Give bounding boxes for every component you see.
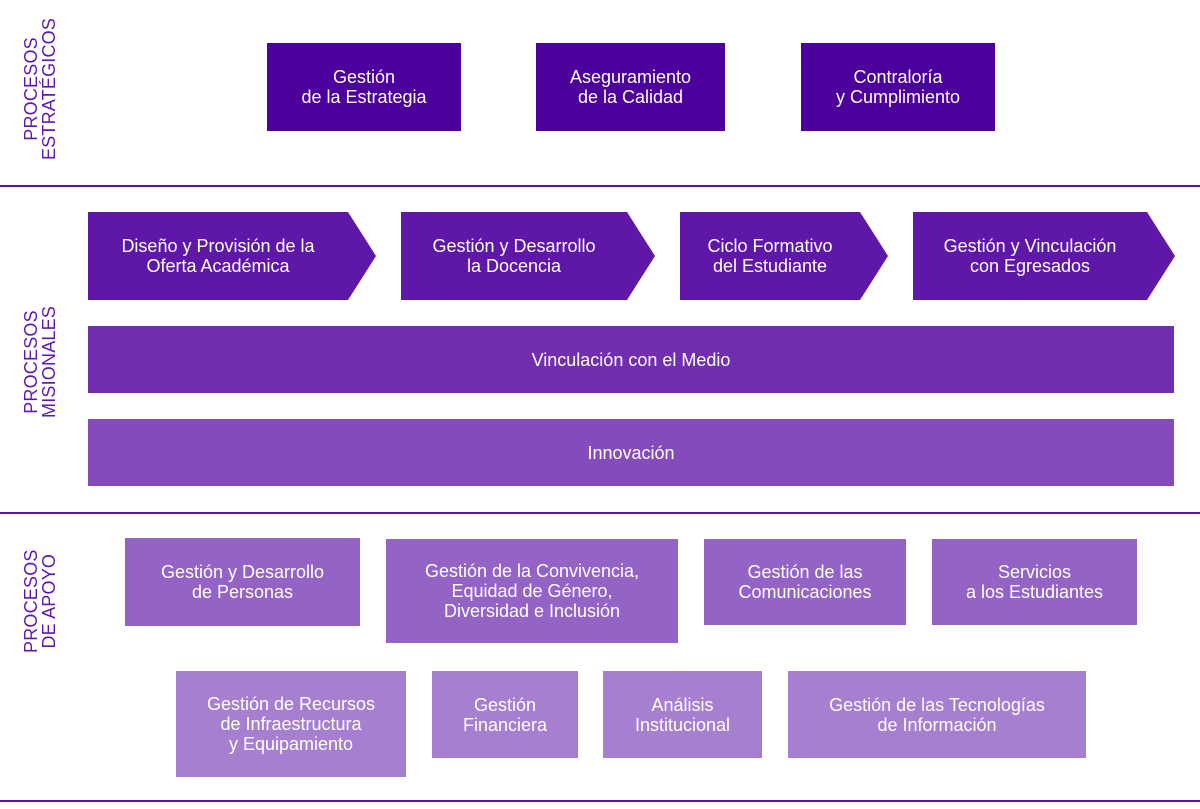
process-ciclo-formativo[interactable]: Ciclo Formativo del Estudiante	[680, 212, 888, 300]
process-label: Gestión y Desarrollo la Docencia	[432, 236, 596, 276]
process-infraestructura-equipamiento[interactable]: Gestión de Recursos de Infraestructura y…	[176, 671, 406, 777]
divider-estrategicos-misionales	[0, 185, 1200, 187]
process-convivencia-equidad[interactable]: Gestión de la Convivencia, Equidad de Gé…	[386, 539, 678, 643]
section-label-estrategicos-text: PROCESOS ESTRATÉGICOS	[21, 17, 59, 160]
divider-bottom	[0, 800, 1200, 802]
process-diseno-oferta-academica[interactable]: Diseño y Provisión de la Oferta Académic…	[88, 212, 376, 300]
section-label-misionales-text: PROCESOS MISIONALES	[21, 305, 59, 418]
process-label: Gestión de las Comunicaciones	[738, 562, 872, 602]
process-label: Servicios a los Estudiantes	[965, 562, 1104, 602]
process-analisis-institucional[interactable]: Análisis Institucional	[603, 671, 762, 758]
process-servicios-estudiantes[interactable]: Servicios a los Estudiantes	[932, 539, 1137, 625]
process-label: Gestión de la Convivencia, Equidad de Gé…	[424, 561, 640, 621]
process-label: Análisis Institucional	[634, 694, 731, 735]
process-aseguramiento-calidad[interactable]: Aseguramiento de la Calidad	[536, 43, 725, 131]
process-contraloria-cumplimiento[interactable]: Contraloría y Cumplimiento	[801, 43, 995, 131]
process-gestion-financiera[interactable]: Gestión Financiera	[432, 671, 578, 758]
process-label: Gestión de la Estrategia	[301, 67, 427, 107]
section-label-apoyo-text: PROCESOS DE APOYO	[21, 549, 59, 653]
process-desarrollo-docencia[interactable]: Gestión y Desarrollo la Docencia	[401, 212, 655, 300]
process-label: Gestión y Vinculación con Egresados	[943, 236, 1117, 276]
process-label: Gestión de las Tecnologías de Informació…	[829, 694, 1045, 735]
process-label: Gestión y Desarrollo de Personas	[160, 562, 325, 602]
process-gestion-estrategia[interactable]: Gestión de la Estrategia	[267, 43, 461, 131]
band-innovacion[interactable]: Innovación	[88, 419, 1174, 486]
process-comunicaciones[interactable]: Gestión de las Comunicaciones	[704, 539, 906, 625]
process-label: Diseño y Provisión de la Oferta Académic…	[121, 236, 315, 276]
divider-misionales-apoyo	[0, 512, 1200, 514]
process-label: Ciclo Formativo del Estudiante	[707, 236, 833, 276]
band-label: Innovación	[587, 442, 675, 463]
band-vinculacion-medio[interactable]: Vinculación con el Medio	[88, 326, 1174, 393]
process-tecnologias-informacion[interactable]: Gestión de las Tecnologías de Informació…	[788, 671, 1086, 758]
process-label: Gestión Financiera	[462, 694, 548, 735]
band-label: Vinculación con el Medio	[531, 349, 731, 370]
process-label: Aseguramiento de la Calidad	[569, 67, 692, 107]
process-label: Contraloría y Cumplimiento	[835, 67, 961, 107]
process-desarrollo-personas[interactable]: Gestión y Desarrollo de Personas	[125, 538, 360, 626]
process-vinculacion-egresados[interactable]: Gestión y Vinculación con Egresados	[913, 212, 1175, 300]
process-label: Gestión de Recursos de Infraestructura y…	[206, 694, 376, 754]
